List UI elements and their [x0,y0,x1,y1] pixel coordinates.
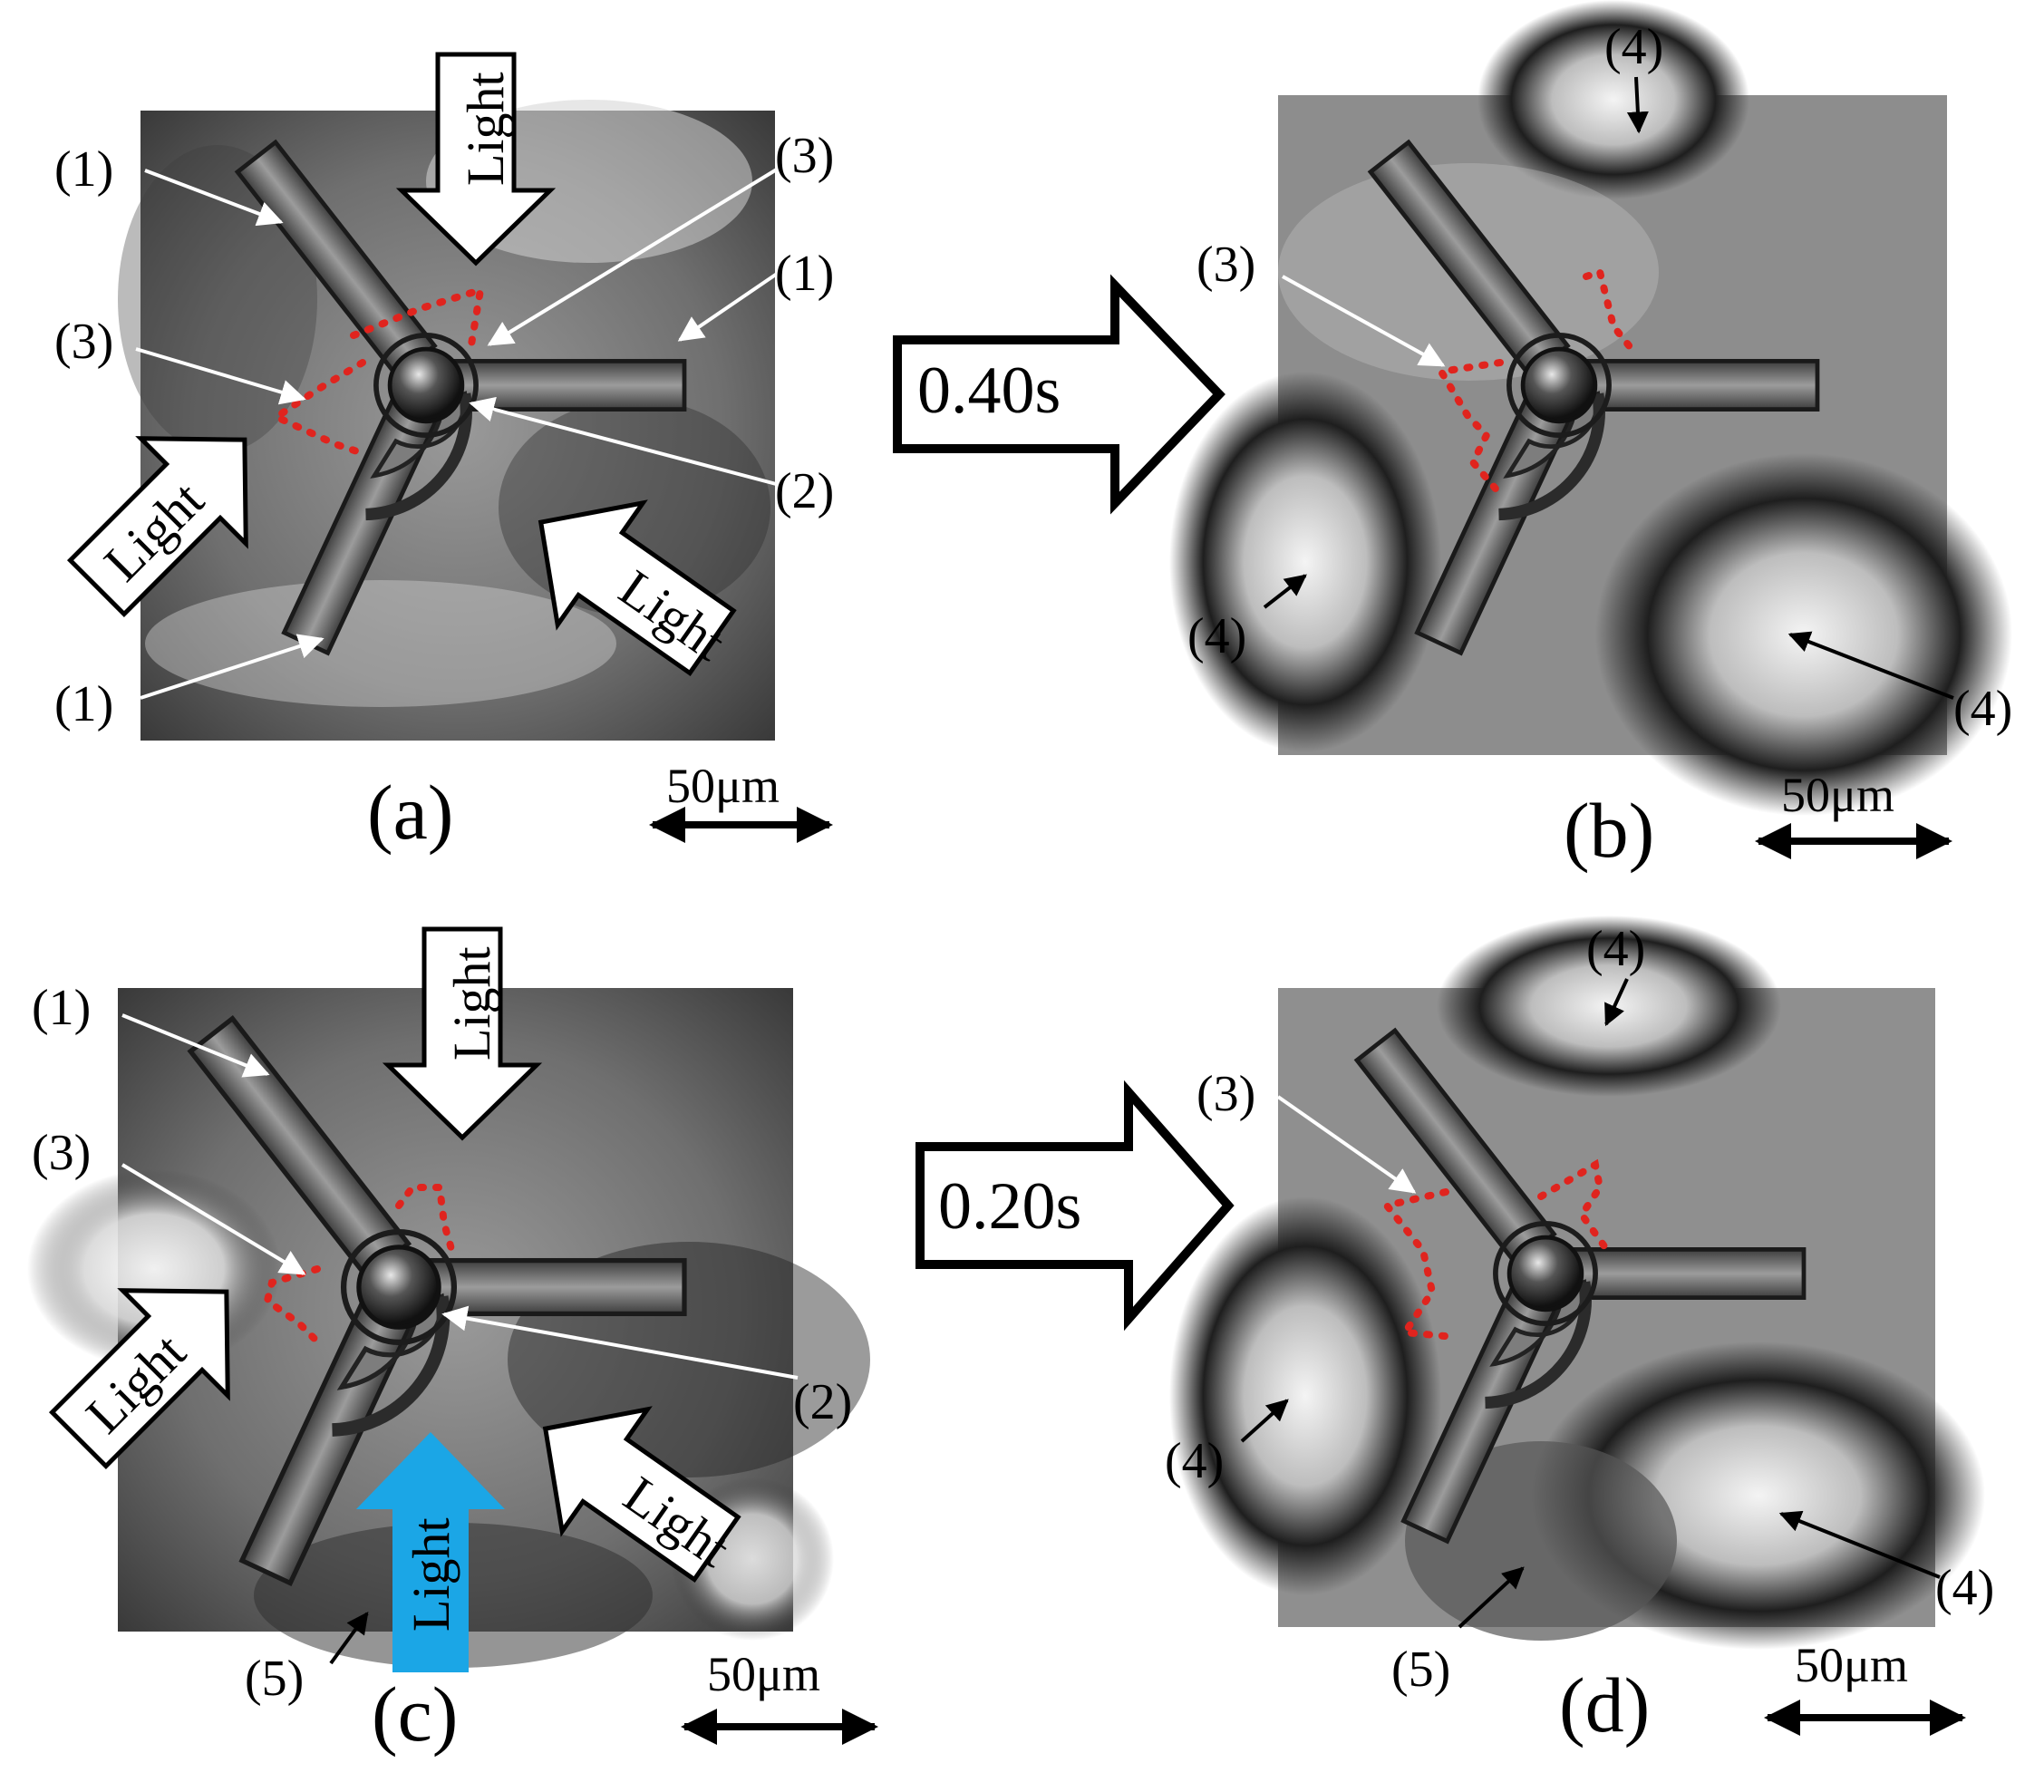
callout-4: (4) [1604,19,1663,75]
svg-text:Light: Light [456,72,515,186]
callout-5: (5) [245,1651,304,1707]
callout-1: (1) [54,141,113,198]
panel-label: (d) [1559,1661,1650,1748]
scale-bar-label: 50μm [666,759,780,813]
micrograph-b [1169,0,2012,816]
callout-4: (4) [1586,921,1645,977]
svg-text:Light: Light [402,1517,460,1632]
dotted-outline [395,1184,457,1259]
svg-text:Light: Light [442,946,501,1061]
callout-5: (5) [1391,1642,1450,1698]
callout-4: (4) [1187,608,1246,664]
callout-2: (2) [793,1374,852,1430]
time-label: 0.40s [917,354,1061,428]
light-arrow: Light [402,54,550,263]
micrograph-a: Light Light Light [44,54,781,741]
callout-1: (1) [54,676,113,732]
dotted-outline [350,285,486,348]
callout-3: (3) [1196,237,1255,293]
scale-bar-label: 50μm [707,1647,820,1701]
time-label: 0.20s [938,1169,1081,1244]
panel-a: Light Light Light (1) (3) (1) (3) (2) (1… [44,54,834,856]
callout-3: (3) [32,1125,91,1181]
panel-label: (a) [367,769,453,856]
callout-1: (1) [775,246,834,302]
light-arrow: Light [388,929,537,1138]
callout-2: (2) [775,463,834,519]
dotted-outline [268,359,366,457]
panel-b: (3) (4) (4) (4) (b) 50μm [1169,0,2012,874]
callout-3: (3) [1196,1066,1255,1122]
dotted-outline [263,1265,325,1350]
callout-1: (1) [32,980,91,1036]
callout-4: (4) [1953,681,2012,737]
light-arrow-blue: Light [356,1432,505,1672]
panel-label: (c) [372,1671,458,1758]
micrograph-c: Light Light Light Light [26,929,870,1672]
panel-c: Light Light Light Light (1) (3) (2) (5) … [26,929,878,1758]
callout-4: (4) [1165,1433,1224,1489]
time-arrow: 0.40s [893,274,1225,515]
scale-bar-label: 50μm [1781,768,1894,822]
dotted-outline [1380,1188,1458,1341]
panel-d: (3) (4) (4) (4) (5) (d) 50μm [1165,915,1994,1748]
panel-label: (b) [1564,787,1654,874]
time-arrow: 0.20s [915,1080,1235,1332]
callout-3: (3) [775,128,834,184]
micrograph-d [1169,915,1985,1650]
callout-3: (3) [54,314,113,370]
dotted-outline [1435,359,1504,498]
scale-bar-label: 50μm [1795,1638,1908,1692]
callout-4: (4) [1935,1560,1994,1616]
